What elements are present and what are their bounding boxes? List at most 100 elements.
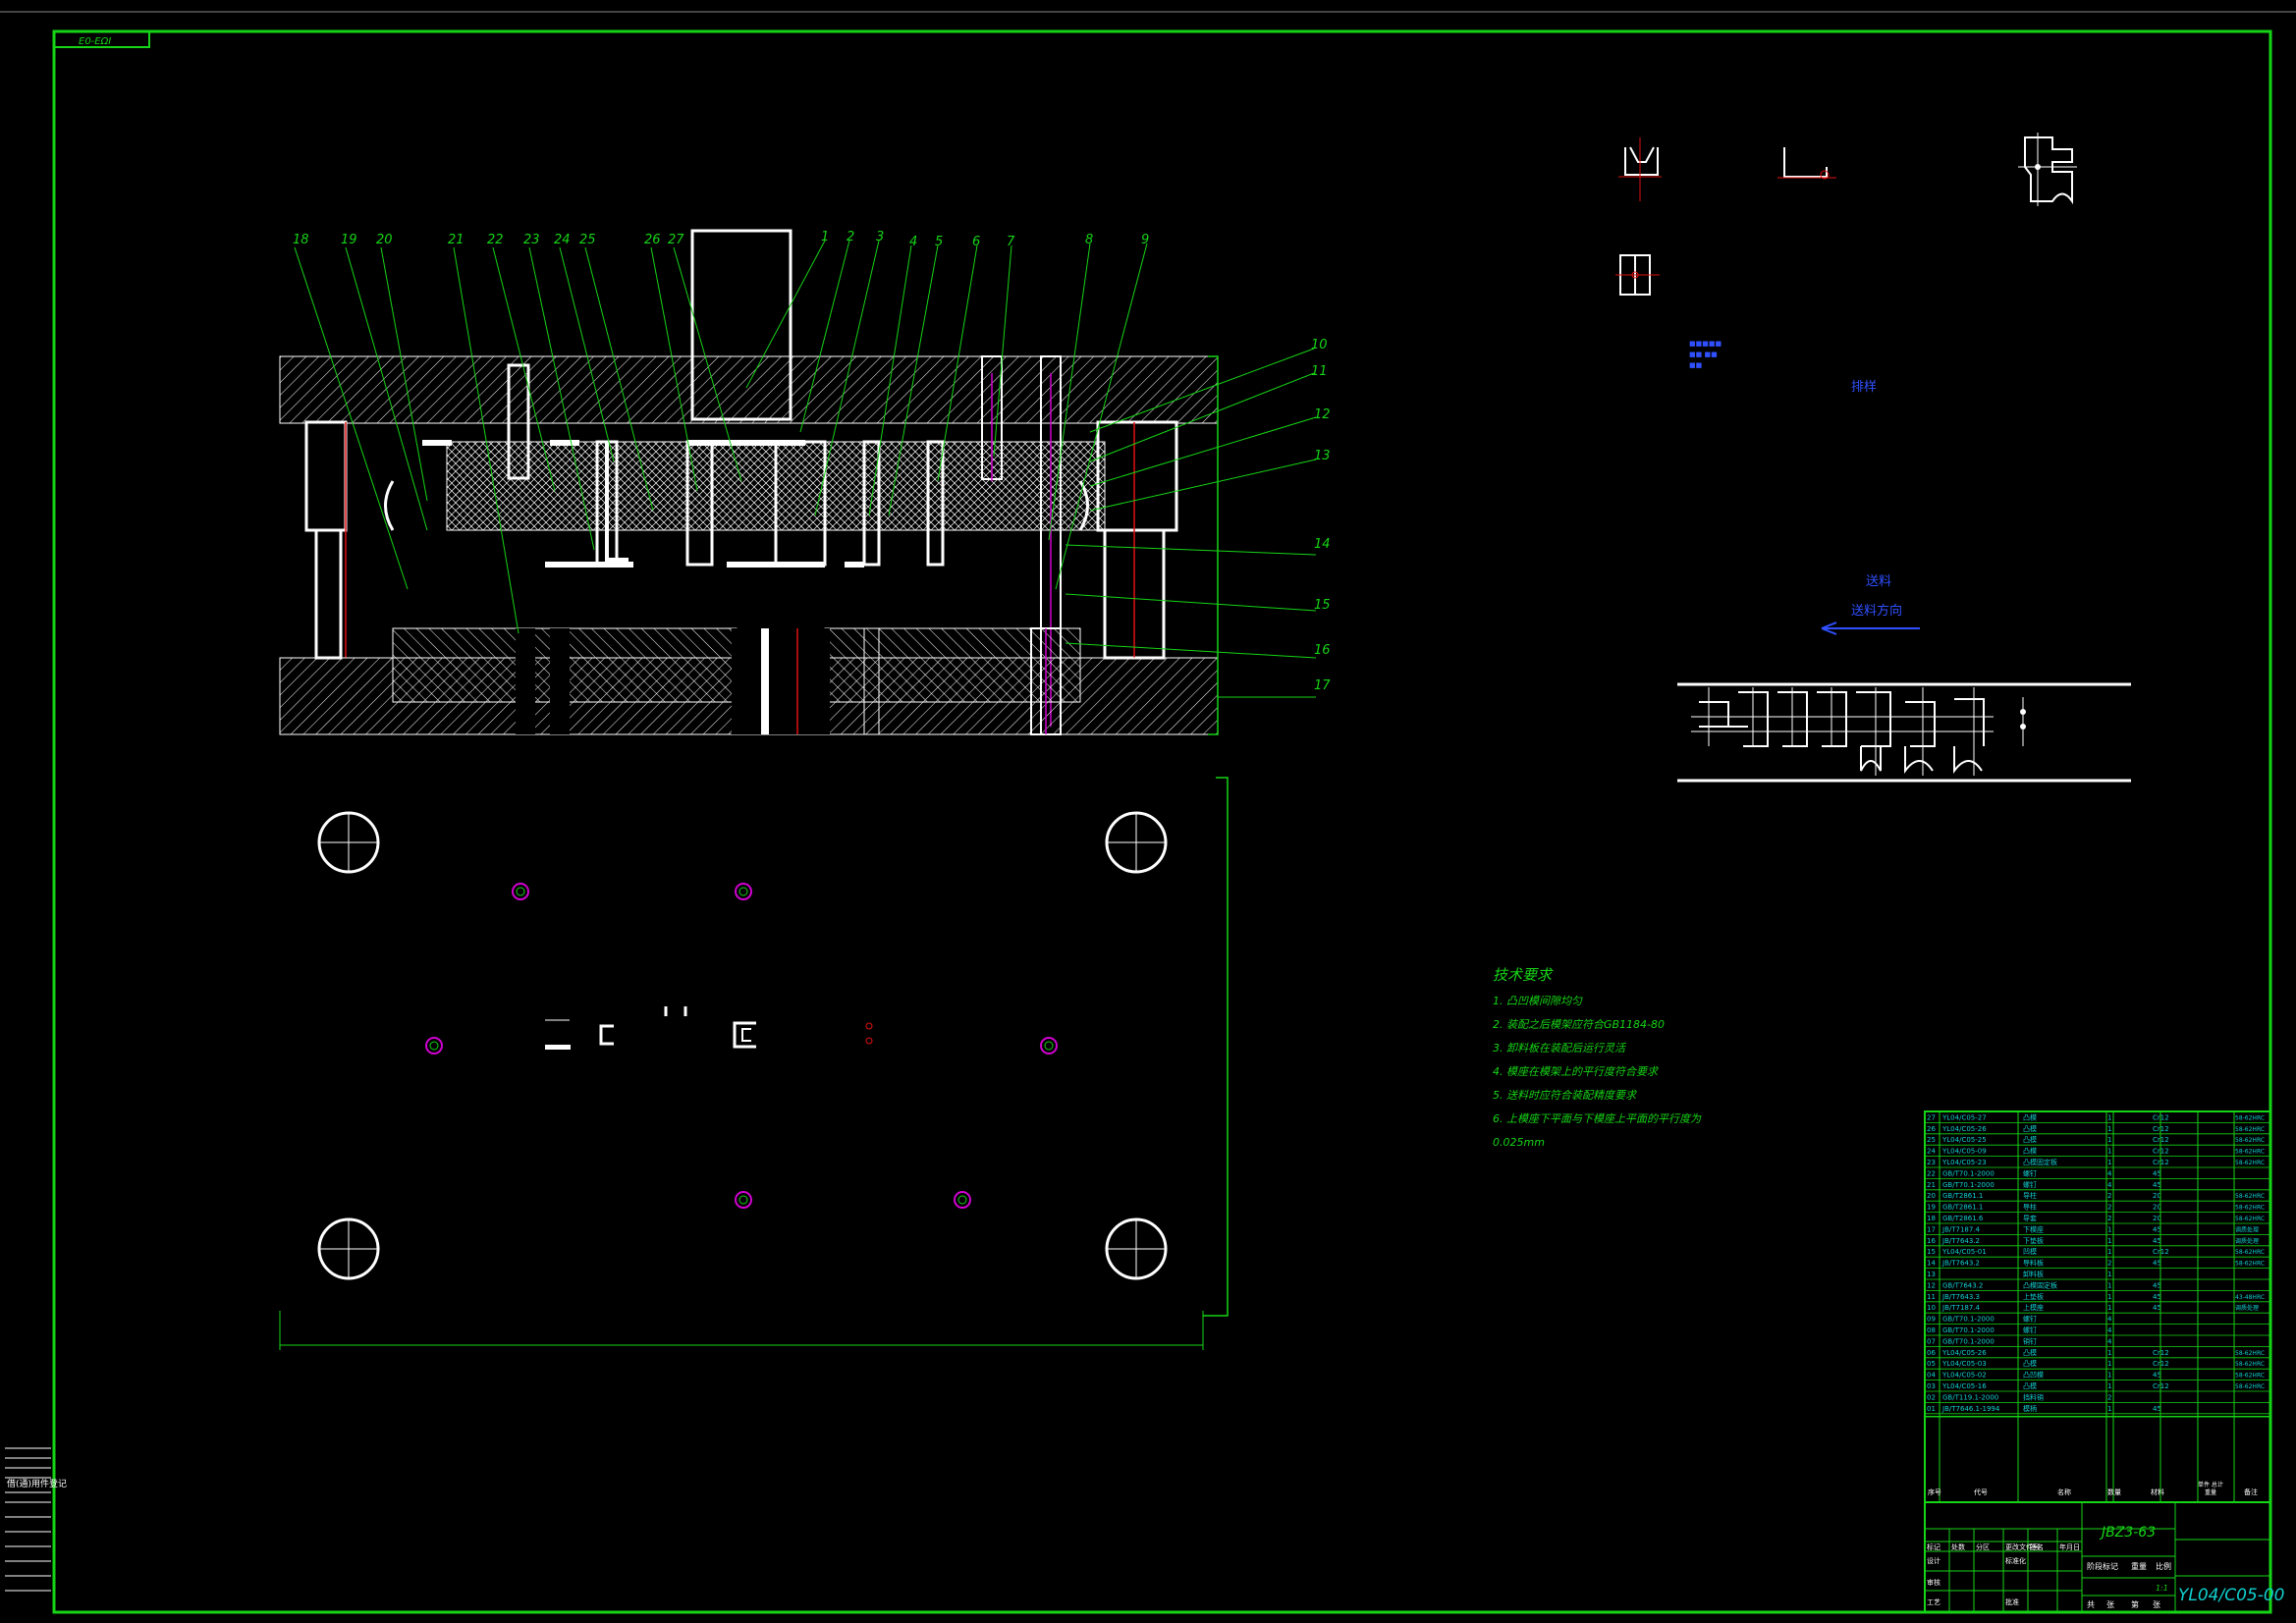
bom-row-qty: 1	[2107, 1136, 2111, 1144]
standard-code: JBZ3-63	[2099, 1525, 2156, 1541]
sheet-no-unit: 张	[2153, 1600, 2160, 1609]
blue-notes: ■■■■■ ■■ ■■ ■■ 排样 送料 送料方向	[1689, 340, 1920, 635]
bom-row-code: YL04/C05-23	[1941, 1159, 1987, 1166]
bom-row-note: 58-62HRC	[2235, 1373, 2265, 1380]
balloon-8: 8	[1085, 233, 1093, 247]
bom-row-note: 58-62HRC	[2235, 1149, 2265, 1156]
bom-row-name: 导柱	[2023, 1191, 2037, 1200]
bom-row-code: YL04/C05-26	[1941, 1125, 1987, 1133]
bom-row-note: 调质处理	[2235, 1304, 2259, 1312]
balloon-6: 6	[972, 235, 980, 249]
bom-row-name: 挡料销	[2023, 1392, 2044, 1401]
balloon-16: 16	[1314, 643, 1331, 658]
bom-row-code: YL04/C05-25	[1941, 1136, 1987, 1144]
bom-row-name: 螺钉	[2023, 1168, 2037, 1177]
bom-row-code: YL04/C05-02	[1941, 1372, 1987, 1380]
bom-row-name: 模柄	[2023, 1404, 2037, 1413]
bom-header-mass: 重量	[2205, 1488, 2216, 1496]
bom-row-qty: 2	[2107, 1215, 2111, 1222]
bom-row-code: YL04/C05-26	[1941, 1349, 1987, 1357]
bom-row-qty: 1	[2107, 1293, 2111, 1301]
guide-hole-bl	[317, 1217, 380, 1280]
punch	[862, 440, 881, 567]
balloon-5: 5	[935, 235, 943, 249]
balloon-19: 19	[341, 233, 357, 247]
bom-row-no: 26	[1927, 1125, 1936, 1133]
corner-tag-box	[53, 30, 150, 48]
tb-review: 审核	[1927, 1578, 1941, 1587]
bom-row-qty: 1	[2107, 1125, 2111, 1133]
punch	[685, 440, 714, 567]
stripper-bar	[545, 562, 633, 568]
balloon-1: 1	[821, 230, 829, 244]
bom-row-no: 14	[1927, 1260, 1936, 1268]
balloon-15: 15	[1314, 598, 1331, 613]
scale-value: 1:1	[2156, 1584, 2168, 1593]
bom-row-no: 03	[1927, 1382, 1936, 1390]
bom-row-code: YL04/C05-01	[1941, 1248, 1987, 1256]
strip-layout	[1677, 682, 2131, 783]
bom-row-no: 05	[1927, 1360, 1936, 1368]
bom-row-material: 20	[2153, 1192, 2161, 1200]
bom-row-no: 06	[1927, 1349, 1936, 1357]
bom-row-qty: 2	[2107, 1260, 2111, 1268]
bom-row-name: 凹模	[2023, 1247, 2037, 1256]
bom-row-no: 12	[1927, 1281, 1936, 1289]
balloon-3: 3	[876, 230, 884, 244]
bom-row-code: GB/T2861.1	[1942, 1192, 1983, 1200]
blue-legend-2: ■■ ■■	[1689, 351, 1718, 358]
balloon-12: 12	[1314, 407, 1331, 422]
bom-row-qty: 1	[2107, 1372, 2111, 1380]
tb-design: 设计	[1927, 1556, 1941, 1565]
tech-requirements: 技术要求 1. 凸凹模间隙均匀 2. 装配之后模架应符合GB1184-80 3.…	[1493, 966, 1702, 1149]
guide-pillar-left	[314, 528, 343, 660]
sheet-no-label: 第	[2131, 1599, 2139, 1609]
bom-row-no: 16	[1927, 1237, 1936, 1245]
title-block: JBZ3-63 YL04/C05-00 阶段标记 重量 比例 1:1 共 张 第…	[1924, 1501, 2284, 1613]
bom-row-qty: 1	[2107, 1113, 2111, 1121]
tb-standardize: 标准化	[2005, 1556, 2026, 1565]
bom-row-code: JB/T7643.3	[1941, 1293, 1980, 1301]
tb-change-doc: 更改文件号	[2005, 1542, 2040, 1551]
bom-row-code: GB/T7643.2	[1942, 1281, 1983, 1289]
balloon-27: 27	[668, 233, 684, 247]
bom-header-note: 备注	[2244, 1488, 2258, 1496]
bom-row-qty: 4	[2107, 1337, 2112, 1345]
bom-row-material: 45	[2153, 1260, 2161, 1268]
bom-row-material: 20	[2153, 1215, 2161, 1222]
bom-row-code: GB/T2861.1	[1942, 1204, 1983, 1212]
plan-view	[279, 777, 1229, 1350]
bom-row-name: 凸模	[2023, 1381, 2037, 1390]
bom-row-no: 08	[1927, 1326, 1936, 1334]
balloon-20: 20	[376, 233, 393, 247]
stage-label: 阶段标记	[2087, 1561, 2118, 1571]
tb-sign: 签名	[2030, 1542, 2044, 1551]
bom-row-qty: 1	[2107, 1349, 2111, 1357]
bom-row-qty: 2	[2107, 1192, 2111, 1200]
tech-item-3: 3. 卸料板在装配后运行灵活	[1493, 1042, 1627, 1055]
balloon-11: 11	[1311, 364, 1328, 379]
bom-row-qty: 2	[2107, 1393, 2111, 1401]
bom-row-material: 45	[2153, 1293, 2161, 1301]
guide-bush-left	[304, 420, 348, 532]
bom-row-name: 上垫板	[2023, 1292, 2044, 1301]
bom-row-qty: 4	[2107, 1316, 2112, 1324]
stripper-bar	[422, 440, 452, 446]
tb-mark: 标记	[1927, 1542, 1941, 1551]
bom-row-no: 23	[1927, 1159, 1936, 1166]
bom-row-no: 27	[1927, 1113, 1936, 1121]
bom-row-code: JB/T7643.2	[1941, 1260, 1980, 1268]
balloon-13: 13	[1314, 449, 1331, 463]
stripper-bar	[687, 440, 805, 446]
layout-label: 排样	[1851, 380, 1877, 395]
bom-row-note: 58-62HRC	[2235, 1216, 2265, 1222]
bom-row-note: 58-62HRC	[2235, 1160, 2265, 1166]
tb-count: 处数	[1951, 1542, 1965, 1551]
bom-row-name: 下模座	[2023, 1224, 2044, 1233]
drawing-number: YL04/C05-00	[2178, 1586, 2284, 1605]
tb-process: 工艺	[1927, 1598, 1941, 1606]
bom-row-qty: 1	[2107, 1405, 2111, 1413]
bom-row-no: 07	[1927, 1337, 1936, 1345]
bom-row-code: JB/T7187.4	[1941, 1225, 1981, 1233]
slug-hole	[550, 628, 570, 734]
